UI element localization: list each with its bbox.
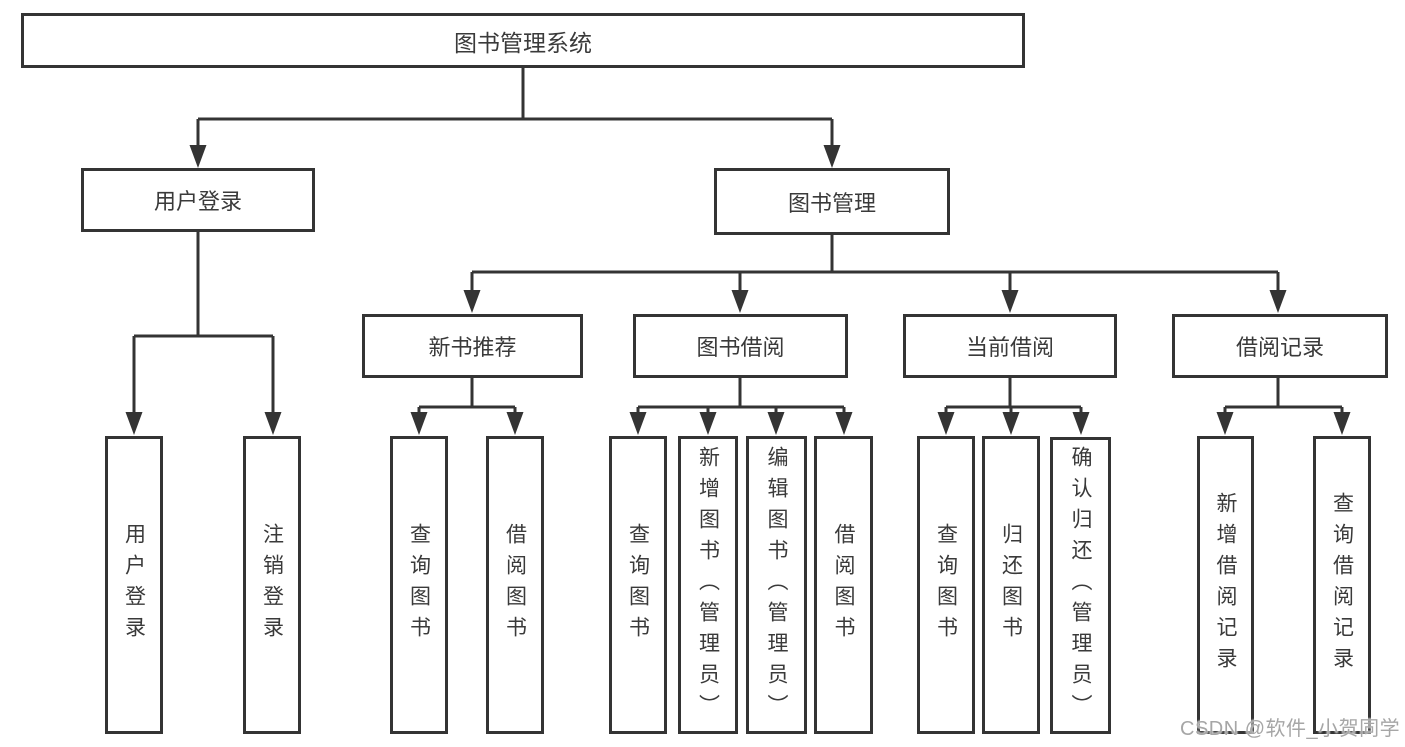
leaf-recommend-borrow-books: 借阅图书 (486, 436, 544, 734)
node-label: 确认归还（管理员） (1069, 446, 1092, 725)
csdn-watermark: CSDN @软件_小贺同学 (1180, 718, 1401, 740)
node-user-login: 用户登录 (81, 168, 315, 232)
node-label: 查询图书 (407, 523, 431, 647)
leaf-user-login: 用户登录 (105, 436, 163, 734)
leaf-borrowing-borrow-books: 借阅图书 (814, 436, 873, 734)
node-current-borrowing: 当前借阅 (903, 314, 1117, 378)
node-new-book-recommendation: 新书推荐 (362, 314, 583, 378)
leaf-borrowing-edit-books-admin: 编辑图书（管理员） (746, 436, 807, 734)
node-book-management: 图书管理 (714, 168, 950, 235)
leaf-current-confirm-return-admin: 确认归还（管理员） (1050, 437, 1111, 734)
node-label: 查询图书 (934, 523, 958, 647)
node-label: 用户登录 (122, 523, 146, 647)
leaf-recommend-query-books: 查询图书 (390, 436, 448, 734)
node-label: 新书推荐 (428, 335, 517, 360)
leaf-current-query-books: 查询图书 (917, 436, 975, 734)
node-label: 注销登录 (260, 523, 284, 647)
leaf-borrowing-add-books-admin: 新增图书（管理员） (678, 436, 738, 734)
node-label: 借阅图书 (832, 523, 855, 647)
leaf-records-query-record: 查询借阅记录 (1313, 436, 1371, 734)
node-label: 当前借阅 (965, 335, 1054, 360)
node-label: 图书管理 (787, 190, 876, 216)
node-label: 查询图书 (626, 523, 650, 647)
leaf-logout-login: 注销登录 (243, 436, 301, 734)
node-borrowing-records: 借阅记录 (1172, 314, 1388, 378)
node-label: 图书借阅 (696, 335, 785, 360)
leaf-current-return-books: 归还图书 (982, 436, 1040, 734)
node-label: 用户登录 (153, 189, 242, 214)
node-label: 新增图书（管理员） (696, 445, 720, 725)
leaf-borrowing-query-books: 查询图书 (609, 436, 667, 734)
node-label: 新增借阅记录 (1214, 492, 1237, 678)
node-label: 借阅记录 (1235, 335, 1324, 360)
node-library-management-system: 图书管理系统 (21, 13, 1025, 68)
leaf-records-add-record: 新增借阅记录 (1197, 436, 1254, 734)
node-label: 归还图书 (999, 523, 1023, 647)
node-label: 查询借阅记录 (1330, 492, 1354, 678)
node-label: 编辑图书（管理员） (765, 445, 788, 725)
node-label: 借阅图书 (503, 523, 527, 647)
node-book-borrowing: 图书借阅 (633, 314, 848, 378)
node-label: 图书管理系统 (454, 29, 592, 56)
